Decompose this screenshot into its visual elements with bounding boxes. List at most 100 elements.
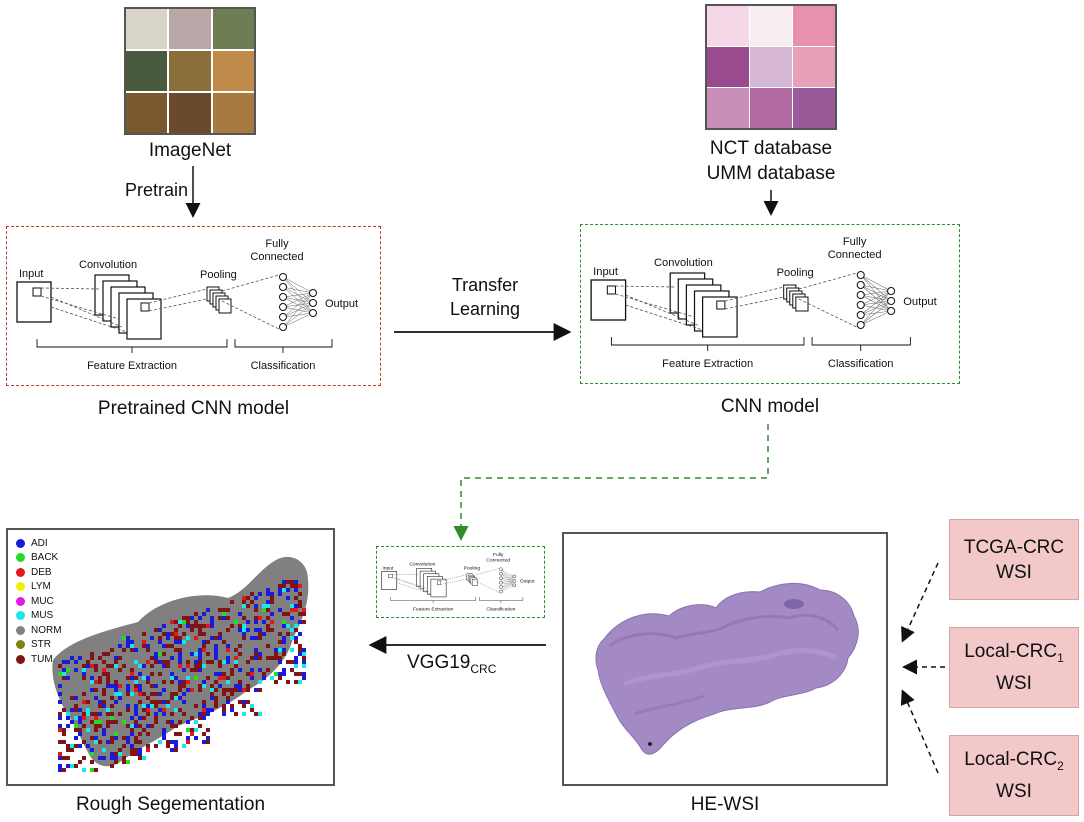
segmentation-pixel (118, 748, 122, 752)
segmentation-pixel (170, 620, 174, 624)
segmentation-pixel (286, 588, 290, 592)
segmentation-pixel (202, 684, 206, 688)
segmentation-pixel (174, 628, 178, 632)
segmentation-pixel (102, 756, 106, 760)
segmentation-pixel (254, 604, 258, 608)
segmentation-pixel (58, 712, 62, 716)
segmentation-pixel (226, 656, 230, 660)
segmentation-pixel (90, 712, 94, 716)
segmentation-pixel (266, 608, 270, 612)
segmentation-pixel (246, 620, 250, 624)
imagenet-tile (169, 51, 211, 91)
segmentation-pixel (142, 692, 146, 696)
segmentation-pixel (278, 608, 282, 612)
segmentation-pixel (138, 756, 142, 760)
segmentation-pixel (182, 692, 186, 696)
fc-neuron (279, 283, 287, 291)
segmentation-pixel (170, 632, 174, 636)
segmentation-pixel (262, 676, 266, 680)
segmentation-pixel (82, 672, 86, 676)
segmentation-pixel (302, 620, 306, 624)
segmentation-pixel (154, 660, 158, 664)
segmentation-pixel (158, 672, 162, 676)
legend-label: LYM (31, 581, 51, 593)
segmentation-pixel (150, 656, 154, 660)
segmentation-pixel (278, 632, 282, 636)
legend-item: LYM (16, 580, 62, 595)
segmentation-pixel (206, 608, 210, 612)
segmentation-pixel (118, 712, 122, 716)
fc-neuron (499, 580, 503, 585)
segmentation-pixel (98, 724, 102, 728)
segmentation-pixel (90, 752, 94, 756)
segmentation-pixel (178, 648, 182, 652)
segmentation-pixel (134, 712, 138, 716)
segmentation-pixel (214, 644, 218, 648)
segmentation-pixel (222, 688, 226, 692)
input-label: Input (382, 565, 394, 571)
fc-neuron (499, 576, 503, 580)
pretrained-cnn-caption: Pretrained CNN model (97, 398, 290, 419)
segmentation-pixel (294, 660, 298, 664)
segmentation-pixel (170, 696, 174, 700)
segmentation-pixel (238, 624, 242, 628)
segmentation-pixel (94, 728, 98, 732)
segmentation-pixel (270, 600, 274, 604)
segmentation-pixel (154, 744, 158, 748)
segmentation-pixel (58, 700, 62, 704)
segmentation-pixel (134, 684, 138, 688)
fully-label: Fully (843, 236, 867, 248)
fc-link (500, 576, 515, 583)
segmentation-pixel (254, 688, 258, 692)
segmentation-pixel (218, 660, 222, 664)
segmentation-pixel (98, 712, 102, 716)
segmentation-pixel (138, 732, 142, 736)
segmentation-pixel (130, 676, 134, 680)
segmentation-pixel (106, 740, 110, 744)
segmentation-pixel (250, 636, 254, 640)
segmentation-pixel (282, 636, 286, 640)
segmentation-pixel (194, 668, 198, 672)
segmentation-pixel (238, 652, 242, 656)
segmentation-pixel (94, 664, 98, 668)
segmentation-pixel (166, 660, 170, 664)
segmentation-pixel (90, 656, 94, 660)
segmentation-pixel (86, 708, 90, 712)
segmentation-pixel (202, 716, 206, 720)
segmentation-pixel (262, 604, 266, 608)
segmentation-pixel (66, 764, 70, 768)
fully-label: Fully (493, 552, 504, 558)
segmentation-pixel (82, 716, 86, 720)
segmentation-pixel (134, 708, 138, 712)
segmentation-pixel (210, 660, 214, 664)
histology-tile (707, 88, 749, 128)
segmentation-pixel (118, 644, 122, 648)
segmentation-pixel (166, 740, 170, 744)
conv-kernel (140, 302, 150, 312)
segmentation-pixel (298, 672, 302, 676)
segmentation-pixel (66, 748, 70, 752)
legend-label: TUM (31, 653, 53, 665)
segmentation-pixel (126, 760, 130, 764)
segmentation-pixel (242, 636, 246, 640)
segmentation-pixel (158, 660, 162, 664)
input-layer (590, 279, 627, 321)
segmentation-pixel (258, 632, 262, 636)
output-neuron (512, 579, 517, 583)
legend-swatch (16, 567, 25, 577)
conv-kernel (436, 580, 441, 585)
segmentation-pixel (202, 632, 206, 636)
segmentation-pixel (198, 716, 202, 720)
segmentation-pixel (162, 632, 166, 636)
segmentation-pixel (110, 720, 114, 724)
segmentation-pixel (278, 656, 282, 660)
imagenet-tile (126, 9, 168, 49)
segmentation-pixel (86, 660, 90, 664)
segmentation-pixel (126, 704, 130, 708)
segmentation-pixel (226, 628, 230, 632)
segmentation-pixel (178, 732, 182, 736)
local2-arrow (900, 689, 939, 774)
segmentation-pixel (298, 604, 302, 608)
local2-wsi-label: WSI (996, 780, 1032, 802)
